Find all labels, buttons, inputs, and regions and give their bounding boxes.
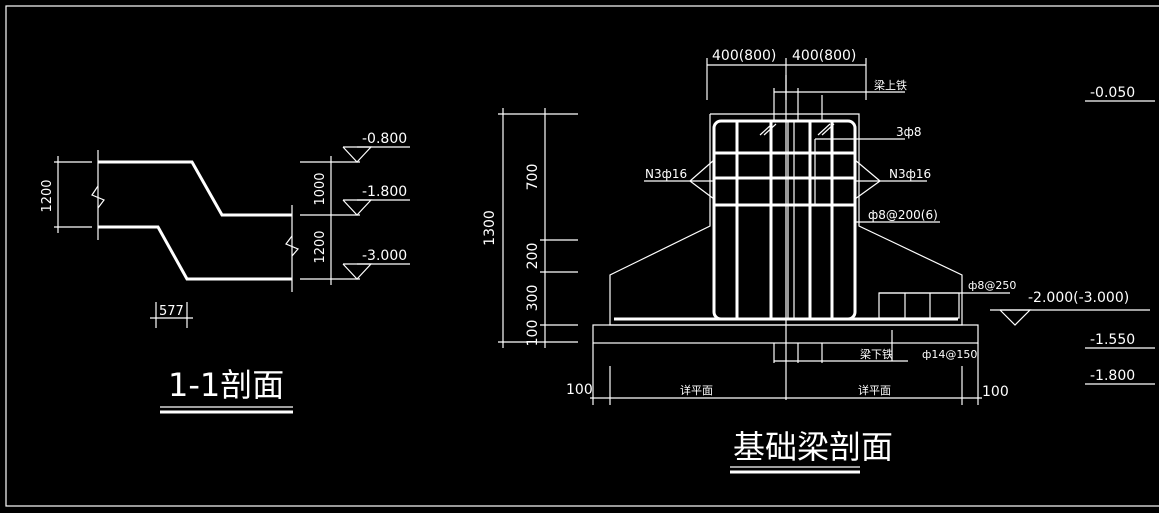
elev-1-550: -1.550: [1090, 332, 1135, 348]
label-waist-left: N3ф16: [645, 167, 687, 181]
dim-top-left: 400(800): [712, 48, 776, 64]
beam-section-title: 基础梁剖面: [733, 428, 893, 466]
slab-bar-box: [878, 292, 960, 319]
dim-700: 700: [525, 164, 541, 191]
label-stirrup-bars: 3ф8: [896, 125, 922, 139]
elev-marker: [342, 199, 373, 216]
label-top-bars: 梁上铁: [874, 78, 907, 92]
hook: [759, 123, 773, 136]
dim-100-left: 100: [566, 382, 593, 398]
dim-300: 300: [525, 285, 541, 312]
elev-marker: [342, 146, 373, 163]
leader: [854, 180, 881, 200]
hook: [817, 123, 831, 136]
dim-top-right: 400(800): [792, 48, 856, 64]
label-stirrups: ф8@200(6): [868, 208, 938, 222]
stirrup-inner: [787, 120, 795, 320]
dim-1000: 1000: [313, 172, 328, 205]
dim-200: 200: [525, 243, 541, 270]
break-mark-right: [285, 235, 299, 257]
elev-0-050: -0.050: [1090, 85, 1135, 101]
section-1-1-title: 1-1剖面: [168, 366, 284, 404]
elev-marker: [342, 263, 373, 280]
drawing-frame: [5, 5, 1159, 507]
elev-marker: [999, 309, 1032, 326]
hook: [763, 123, 777, 136]
section-1-1: 1200 1000 1200 -0.800 -1.800 -3.000 577 …: [40, 131, 410, 414]
elev-0-800: -0.800: [362, 131, 407, 147]
label-bottom-bars: 梁下铁: [860, 347, 893, 361]
hook: [821, 123, 835, 136]
break-mark-left: [91, 185, 105, 209]
upper-profile-line: [98, 160, 292, 217]
dim-1200-left: 1200: [40, 179, 55, 212]
dim-577: 577: [159, 304, 184, 319]
lower-profile-line: [98, 225, 292, 281]
elev-3-000: -3.000: [362, 248, 407, 264]
label-elevation: -2.000(-3.000): [1028, 290, 1129, 306]
beam-section: 400(800) 400(800) 1300 700 200 300 100: [482, 48, 1150, 474]
stirrup-outer: [712, 119, 857, 321]
elev-1-800-right: -1.800: [1090, 368, 1135, 384]
leader: [689, 159, 715, 182]
dim-1200-right: 1200: [313, 230, 328, 263]
elev-1-800: -1.800: [362, 184, 407, 200]
dim-100: 100: [525, 320, 541, 347]
label-base-left: 详平面: [680, 383, 713, 397]
right-elevations: -0.050 -1.550 -1.800: [1085, 85, 1155, 385]
leader: [854, 159, 881, 182]
leader: [689, 180, 715, 200]
dim-1300: 1300: [482, 210, 498, 246]
label-slab-bars: ф8@250: [968, 279, 1016, 292]
label-waist-right: N3ф16: [889, 167, 931, 181]
label-base-right: 详平面: [858, 383, 891, 397]
label-base-bars: ф14@150: [922, 348, 977, 361]
dim-100-right: 100: [982, 384, 1009, 400]
